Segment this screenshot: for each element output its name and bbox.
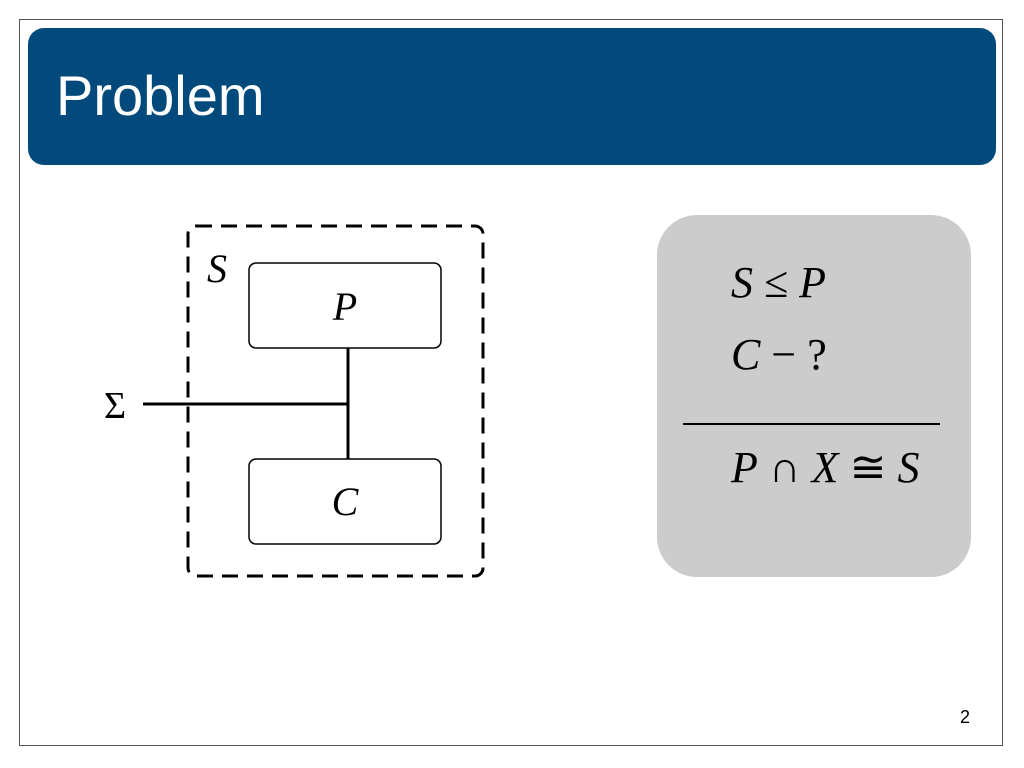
system-boundary xyxy=(186,224,485,578)
controller-block xyxy=(248,458,442,545)
controller-block-label: C xyxy=(332,479,360,524)
line-1-left: S xyxy=(731,258,753,307)
slide-title: Problem xyxy=(56,64,265,127)
panel-divider xyxy=(683,423,940,425)
result-c: S xyxy=(897,443,920,492)
line-1-operator: ≤ xyxy=(764,258,789,307)
page-number: 2 xyxy=(959,707,970,727)
result-line: P ∩ X ≅ S xyxy=(731,443,1024,493)
result-operator-1: ∩ xyxy=(768,443,801,492)
result-operator-2: ≅ xyxy=(849,443,887,492)
title-bar xyxy=(28,28,996,165)
line-2-left: C xyxy=(731,330,761,379)
input-label: Σ xyxy=(104,385,126,427)
plant-block-label: P xyxy=(332,284,357,329)
system-label: S xyxy=(207,246,227,291)
constraint-line-2: C − ? xyxy=(731,330,1024,380)
line-2-operator: − xyxy=(771,330,797,379)
plant-block xyxy=(248,262,442,349)
result-b: X xyxy=(811,443,839,492)
line-2-right: ? xyxy=(807,330,827,379)
line-1-right: P xyxy=(799,258,827,307)
result-a: P xyxy=(731,443,758,492)
constraint-panel: S ≤ P C − ? P ∩ X ≅ S xyxy=(657,215,971,577)
constraint-line-1: S ≤ P xyxy=(731,258,1024,308)
